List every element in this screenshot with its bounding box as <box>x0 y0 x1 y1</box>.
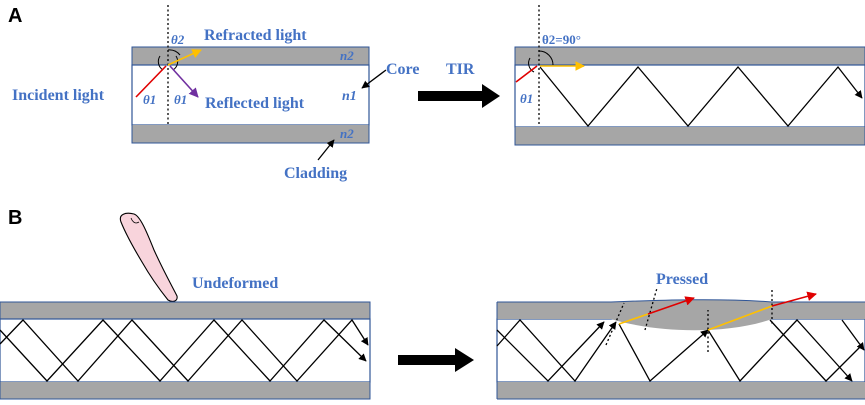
waveguide-b-right <box>496 299 865 400</box>
waveguide-outline-b-left <box>0 301 371 400</box>
cladding-top-b-right-right <box>772 302 865 319</box>
refracted-ray-a-left <box>167 49 202 66</box>
core-a-right <box>514 64 865 128</box>
zigzag-ray-b-right-4 <box>707 319 853 383</box>
escape-orange-2 <box>707 305 773 331</box>
escape-red-2 <box>771 291 817 307</box>
normal-b-2 <box>644 287 658 331</box>
theta2-label: θ2 <box>171 32 185 47</box>
waveguide-outline-a-right <box>514 46 865 146</box>
theta2-90-label: θ2=90° <box>542 32 581 47</box>
waveguide-outline-a-left <box>131 46 370 144</box>
zigzag-ray-b-left-1 <box>0 318 369 382</box>
incident-light-label: Incident light <box>12 87 105 104</box>
reflected-light-label: Reflected light <box>205 95 305 112</box>
waveguide-b-left <box>0 301 371 400</box>
panel-a-letter: A <box>8 5 22 27</box>
n2-top-label: n2 <box>340 48 354 63</box>
cladding-label: Cladding <box>284 165 347 182</box>
theta1-tir-label: θ1 <box>520 91 533 106</box>
finger-nail <box>130 217 140 224</box>
finger-icon <box>119 212 178 302</box>
cladding-bottom-a-left <box>132 125 369 143</box>
cladding-bottom-a-right <box>515 127 865 145</box>
zigzag-ray-b-right-3 <box>618 323 709 383</box>
cladding-top-a-right <box>515 47 865 65</box>
cladding-top-b-left <box>0 302 370 319</box>
theta1-right-label: θ1 <box>174 92 187 107</box>
zigzag-ray-b-left-2 <box>0 319 367 382</box>
cladding-bottom-b-left <box>0 382 370 399</box>
zigzag-ray-b-right-6 <box>841 319 865 351</box>
cladding-bottom-b-right <box>497 382 865 399</box>
n1-label: n1 <box>342 89 357 104</box>
zigzag-ray-b-right-2 <box>496 321 605 382</box>
transition-arrow-b <box>398 348 474 372</box>
pressed-label: Pressed <box>656 271 708 288</box>
tir-zigzag-ray <box>539 65 863 128</box>
angle-arc-theta2 <box>167 49 181 56</box>
refracted-light-label: Refracted light <box>204 27 307 44</box>
angle-arc-theta2-90 <box>538 50 554 66</box>
angle-arc-theta1-tir <box>528 57 535 73</box>
panel-b-letter: B <box>8 207 22 229</box>
zigzag-ray-b-right-5 <box>769 319 863 382</box>
zigzag-ray-b-right-1 <box>496 319 617 383</box>
cladding-pointer-arrow <box>317 139 335 161</box>
tir-label: TIR <box>446 61 475 78</box>
escape-red-1 <box>647 296 695 315</box>
core-pointer-arrow <box>361 69 387 89</box>
theta1-left-label: θ1 <box>143 92 156 107</box>
waveguide-a-right <box>514 46 865 146</box>
cladding-top-b-right-left <box>497 302 611 319</box>
n2-bottom-label: n2 <box>340 126 354 141</box>
incident-ray-a-right <box>515 65 538 83</box>
undeformed-label: Undeformed <box>192 275 278 292</box>
tir-arrow <box>418 84 500 108</box>
core-label: Core <box>386 61 419 78</box>
incident-ray-a-left <box>135 65 167 98</box>
escape-orange-1 <box>618 313 649 325</box>
reflected-ray-a-left <box>169 65 199 98</box>
